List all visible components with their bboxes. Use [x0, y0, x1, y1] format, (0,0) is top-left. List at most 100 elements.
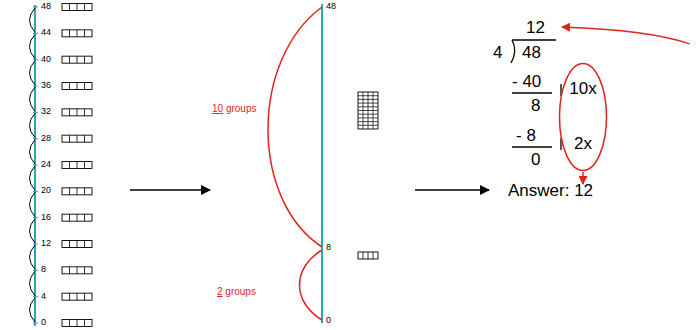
flat-divider [358, 103, 378, 104]
subtraction-line [512, 92, 552, 93]
rod-divider [84, 162, 85, 169]
rod-divider [69, 214, 70, 221]
rod-outline [62, 293, 92, 300]
rod-divider [69, 320, 70, 327]
rod-divider [69, 162, 70, 169]
flat-outline [358, 92, 378, 129]
subtrahend: - 40 [512, 72, 541, 92]
base-ten-rod [358, 252, 378, 259]
rod-divider [84, 4, 85, 11]
group-arc [30, 271, 36, 295]
rod-divider [69, 4, 70, 11]
flat-divider [358, 125, 378, 126]
group-label: 2 groups [217, 286, 256, 298]
rod-outline [62, 30, 92, 37]
base-ten-flat [358, 92, 378, 129]
rod-column [30, 4, 93, 327]
rod-divider [77, 109, 78, 116]
flat-divider [358, 117, 378, 118]
tick-value: 28 [41, 133, 51, 144]
tick-mark [33, 165, 38, 166]
group-arc [30, 140, 36, 164]
tick-value: 48 [326, 1, 336, 12]
rod-divider [77, 4, 78, 11]
divisor: 4 [493, 43, 502, 63]
rod-divider [84, 214, 85, 221]
subtrahend: - 8 [516, 126, 536, 146]
quotient: 12 [526, 18, 545, 38]
ellipse-shape [560, 64, 607, 171]
rod-divider [69, 109, 70, 116]
tick-value: 0 [41, 317, 46, 328]
rod-divider [84, 135, 85, 142]
rod-outline [62, 162, 92, 169]
tick-mark [33, 323, 38, 324]
rod-divider [77, 135, 78, 142]
rod-divider [69, 188, 70, 195]
multiplier-text: 10x [569, 79, 596, 99]
tick-value: 4 [41, 291, 46, 302]
rod-outline [62, 241, 92, 248]
step-arrow [415, 189, 489, 191]
ellipse-group: 10x 2x [558, 62, 608, 172]
group-arc [30, 192, 36, 216]
rod-divider [84, 188, 85, 195]
rod-divider [69, 241, 70, 248]
multiplier-text: 2x [574, 134, 592, 154]
rod-divider [69, 56, 70, 63]
tick-mark [33, 296, 38, 297]
tick-value: 20 [41, 185, 51, 196]
rod-divider [84, 320, 85, 327]
rod-divider [69, 267, 70, 274]
rod-outline [358, 252, 378, 259]
rod-divider [84, 109, 85, 116]
rod-divider [77, 56, 78, 63]
rod-divider [77, 83, 78, 90]
tick-value: 32 [41, 106, 51, 117]
rod-divider [69, 293, 70, 300]
group-label: 10 groups [212, 103, 256, 115]
rod-divider [363, 252, 364, 259]
flat-divider [358, 114, 378, 115]
group-arc [30, 61, 36, 85]
dividend: 48 [522, 43, 541, 63]
tick-mark [33, 86, 38, 87]
rod-divider [69, 135, 70, 142]
rod-outline [62, 267, 92, 274]
rod-divider [77, 320, 78, 327]
tick-mark [33, 138, 38, 139]
step-arrow [130, 189, 210, 191]
tick-value: 48 [41, 1, 51, 12]
remainder: 8 [531, 96, 540, 116]
number-line [321, 4, 323, 323]
group-arc [30, 219, 36, 243]
group-arc [30, 87, 36, 111]
rod-outline [62, 83, 92, 90]
tick-mark [33, 59, 38, 60]
tick-mark [33, 7, 38, 8]
tick-value: 8 [326, 242, 331, 253]
ellipse-outline [558, 62, 608, 172]
flat-divider [358, 110, 378, 111]
tick-value: 0 [326, 315, 331, 326]
tick-value: 16 [41, 212, 51, 223]
tick-value: 40 [41, 54, 51, 65]
rod-divider [84, 83, 85, 90]
tick-mark [33, 217, 38, 218]
division-bar [512, 39, 556, 40]
flat-divider [358, 95, 378, 96]
group-arc [30, 298, 36, 322]
pointer-arrow [562, 27, 690, 44]
tick-value: 24 [41, 159, 51, 170]
remainder: 0 [531, 150, 540, 170]
rod-divider [368, 252, 369, 259]
group-arc [30, 8, 36, 32]
tick-value: 8 [41, 264, 46, 275]
rod-divider [77, 293, 78, 300]
rod-divider [84, 56, 85, 63]
division-bracket [511, 40, 515, 63]
rod-outline [62, 320, 92, 327]
rod-outline [62, 109, 92, 116]
rod-divider [77, 162, 78, 169]
tick-mark [33, 244, 38, 245]
